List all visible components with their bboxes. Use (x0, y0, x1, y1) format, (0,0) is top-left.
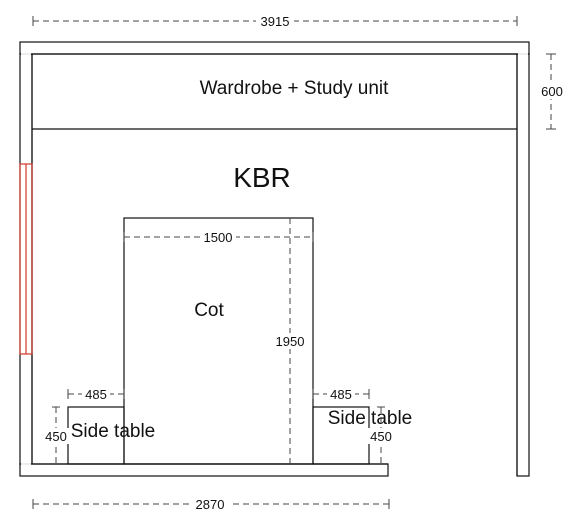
right-wall (516, 53, 530, 477)
walls (19, 41, 530, 477)
wardrobe-unit: Wardrobe + Study unit (32, 78, 517, 130)
dim-side-table-left-width-text: 485 (85, 387, 107, 402)
side-table-left-label: Side table (71, 421, 156, 442)
dim-wardrobe-depth: 600 (538, 53, 566, 130)
dim-overall-width-text: 3915 (261, 14, 290, 29)
cot-label: Cot (194, 300, 224, 321)
dim-side-table-left-width: 485 (67, 386, 125, 402)
side-table-right-label: Side table (328, 408, 413, 429)
dim-cot-length-text: 1950 (276, 334, 305, 349)
dim-cot-width: 1500 (123, 229, 314, 245)
dim-side-table-right-width-text: 485 (330, 387, 352, 402)
top-wall (19, 41, 530, 55)
bottom-wall (19, 463, 389, 477)
cot-outline (123, 217, 314, 465)
dim-side-table-left-depth: 450 (42, 406, 70, 464)
dim-wardrobe-depth-text: 600 (541, 84, 563, 99)
dim-overall-width: 3915 (32, 13, 518, 29)
dim-bottom-wall-text: 2870 (196, 497, 225, 512)
dim-side-table-left-depth-text: 450 (45, 429, 67, 444)
dim-side-table-right-depth-text: 450 (370, 429, 392, 444)
dim-cot-width-text: 1500 (204, 230, 233, 245)
dim-cot-length: 1950 (272, 218, 308, 464)
wardrobe-label: Wardrobe + Study unit (200, 78, 390, 99)
window (19, 163, 33, 355)
room-name: KBR (233, 162, 291, 193)
side-table-right: Side table (312, 406, 413, 465)
side-table-left: Side table (67, 406, 156, 465)
dim-bottom-wall: 2870 (32, 496, 390, 512)
dim-side-table-right-width: 485 (312, 386, 370, 402)
dim-side-table-right-depth: 450 (367, 406, 395, 464)
cot: Cot (123, 217, 314, 465)
